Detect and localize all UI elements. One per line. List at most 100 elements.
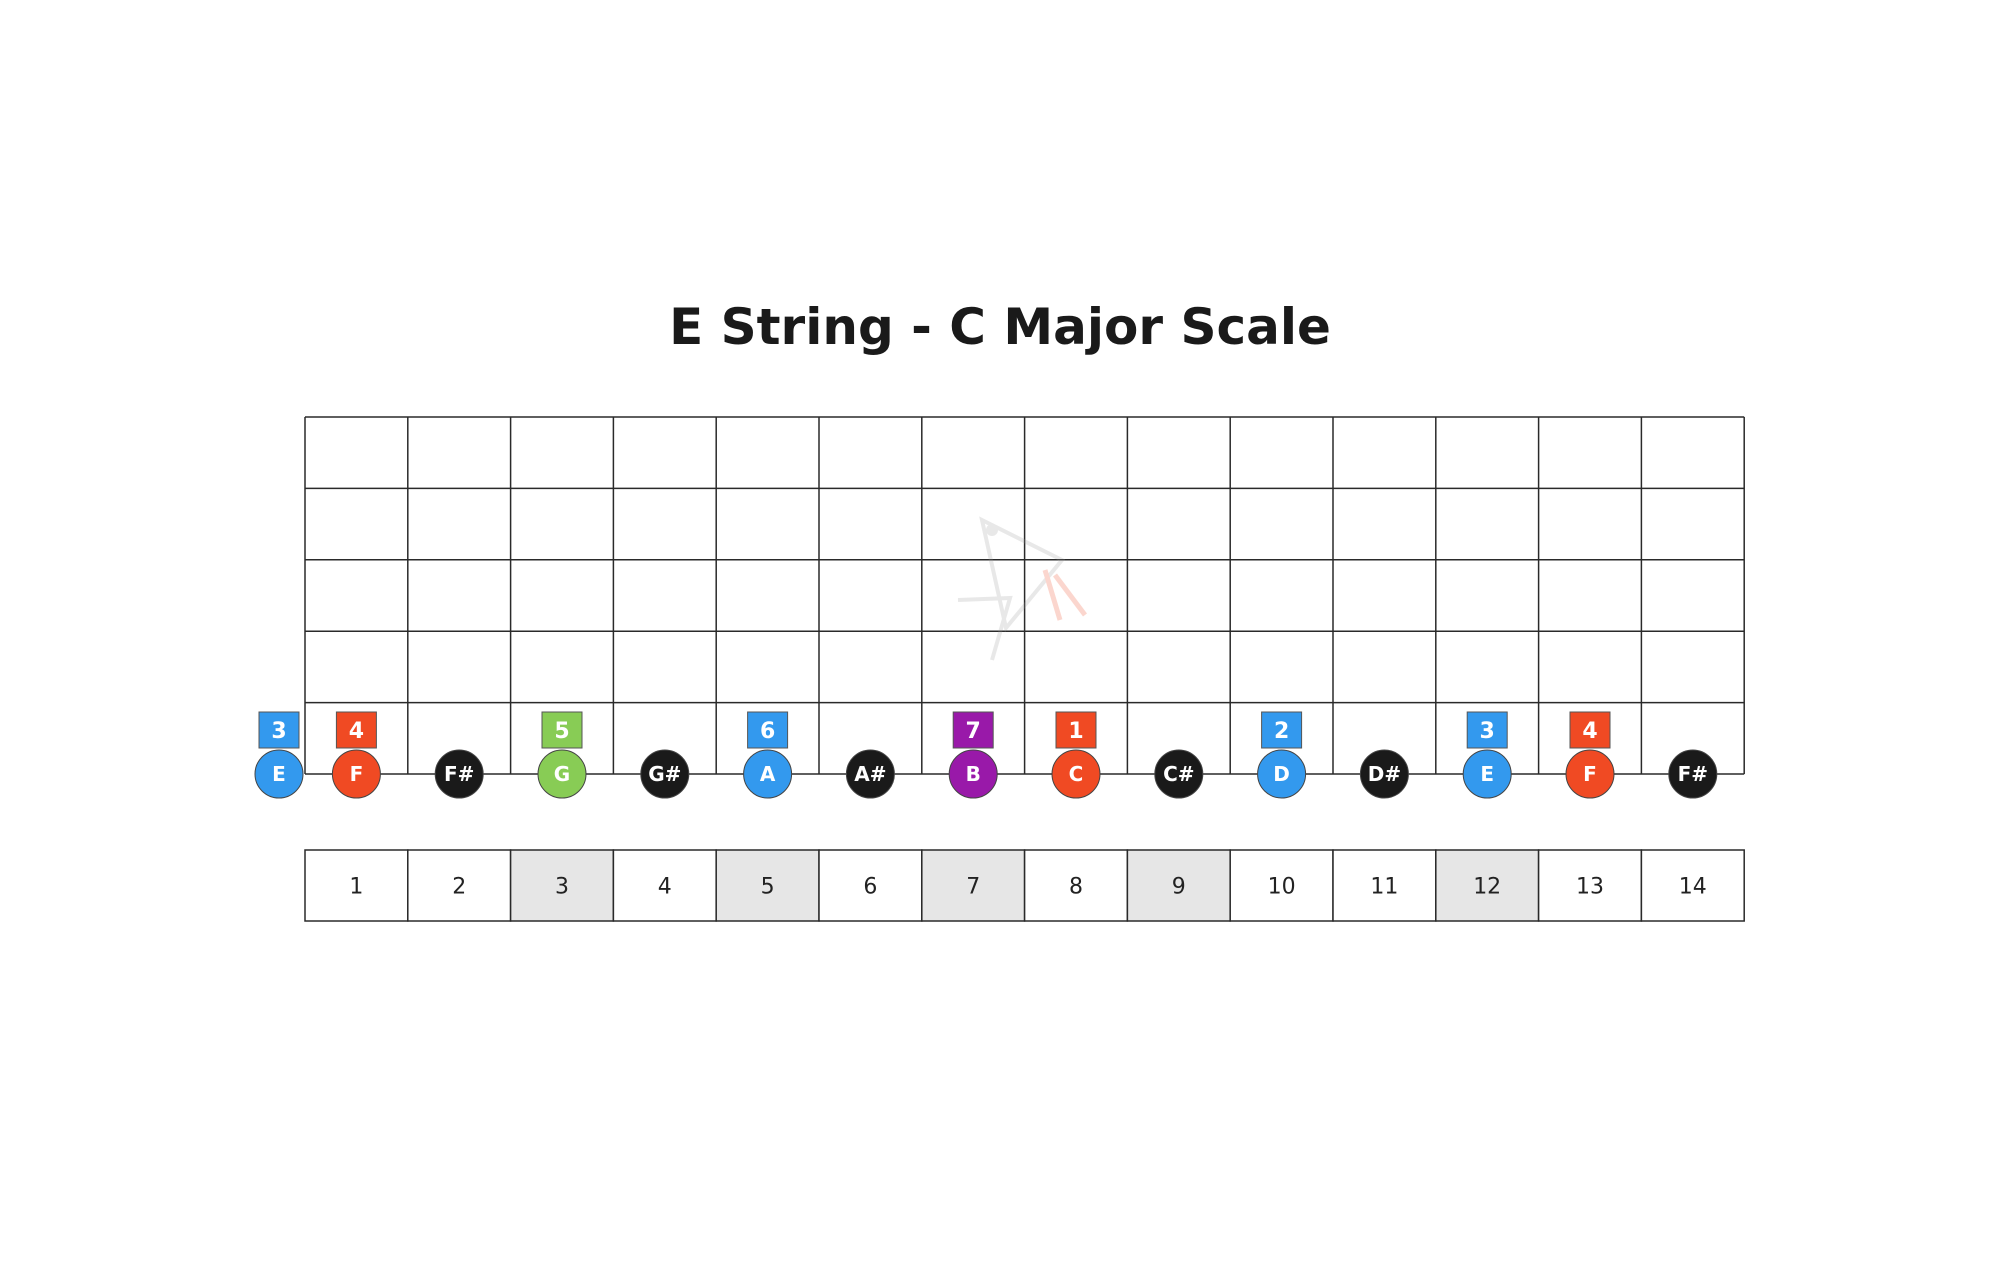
- fret-number-box: [1435, 849, 1540, 922]
- note-marker: 4F: [331, 711, 381, 799]
- fret-number-label: 2: [452, 875, 466, 900]
- scale-degree-box: [1569, 711, 1611, 749]
- note-circle: [1257, 749, 1307, 799]
- fret-number-box: [612, 849, 717, 922]
- note-circle: [1051, 749, 1101, 799]
- fret-number-label: 7: [966, 875, 980, 900]
- fret-number-label: 11: [1370, 875, 1398, 900]
- note-marker: D#: [1359, 749, 1409, 799]
- note-marker: 7B: [948, 711, 998, 799]
- note-name-label: B: [966, 762, 981, 786]
- scale-degree-badge: 1: [1055, 711, 1097, 749]
- scale-degree-badge: 7: [952, 711, 994, 749]
- note-name-label: D#: [1368, 762, 1401, 786]
- fret-number-label: 13: [1576, 875, 1604, 900]
- fret-number-cell: 5: [715, 849, 820, 922]
- fret-number-label: 9: [1172, 875, 1186, 900]
- note-circle: [1668, 749, 1718, 799]
- fret-number-box: [1229, 849, 1334, 922]
- fret-number-box: [1332, 849, 1437, 922]
- fret-number-cell: 11: [1332, 849, 1437, 922]
- fret-number-cell: 1: [304, 849, 409, 922]
- note-marker: 1C: [1051, 711, 1101, 799]
- note-circle: [845, 749, 895, 799]
- diagram-title: E String - C Major Scale: [669, 298, 1331, 356]
- note-name-label: G: [554, 762, 570, 786]
- note-name-label: A#: [854, 762, 886, 786]
- scale-degree-badge: 6: [747, 711, 789, 749]
- note-name-label: C: [1069, 762, 1084, 786]
- scale-degree-label: 7: [966, 719, 981, 744]
- fret-number-cell: 6: [818, 849, 923, 922]
- fret-number-label: 14: [1679, 875, 1707, 900]
- scale-degree-badge: 4: [1569, 711, 1611, 749]
- fret-number-box: [921, 849, 1026, 922]
- note-name-label: F#: [1678, 762, 1708, 786]
- fret-number-cell: 8: [1023, 849, 1129, 922]
- scale-degree-label: 4: [1582, 719, 1597, 744]
- scale-degree-badge: 4: [335, 711, 377, 749]
- scale-degree-label: 3: [271, 719, 286, 744]
- note-circle: [1462, 749, 1512, 799]
- fret-number-label: 5: [761, 875, 775, 900]
- note-circle: [331, 749, 381, 799]
- fret-number-label: 6: [863, 875, 877, 900]
- note-name-label: G#: [648, 762, 681, 786]
- note-marker: 2D: [1257, 711, 1307, 799]
- scale-degree-box: [1261, 711, 1303, 749]
- fret-number-box: [509, 849, 615, 922]
- fret-number-box: [407, 849, 512, 922]
- scale-degree-box: [747, 711, 789, 749]
- note-marker: F#: [434, 749, 484, 799]
- fret-number-cell: 9: [1126, 849, 1231, 922]
- fret-number-box: [304, 849, 409, 922]
- fret-number-label: 4: [658, 875, 672, 900]
- note-circle: [1565, 749, 1615, 799]
- note-name-label: F: [350, 762, 364, 786]
- note-circle: [743, 749, 793, 799]
- watermark-logo: [957, 516, 1087, 661]
- fret-number-label: 12: [1473, 875, 1501, 900]
- fret-number-cell: 7: [921, 849, 1026, 922]
- fret-number-box: [1537, 849, 1643, 922]
- note-name-label: E: [1480, 762, 1494, 786]
- fret-number-cell: 12: [1435, 849, 1540, 922]
- fret-number-box: [715, 849, 820, 922]
- note-marker: G#: [640, 749, 690, 799]
- scale-degree-badge: 3: [1466, 711, 1508, 749]
- fret-number-label: 3: [555, 875, 569, 900]
- scale-degree-box: [258, 711, 300, 749]
- scale-degree-badge: 5: [541, 711, 583, 749]
- scale-degree-badge: 2: [1261, 711, 1303, 749]
- scale-degree-badge: 3: [258, 711, 300, 749]
- note-marker: C#: [1154, 749, 1204, 799]
- note-circle: [434, 749, 484, 799]
- note-marker: 3E: [254, 711, 304, 799]
- fret-number-cell: 3: [509, 849, 615, 922]
- fret-number-box: [1640, 849, 1745, 922]
- fret-number-label: 1: [349, 875, 363, 900]
- fretboard-grid: [304, 416, 1745, 775]
- fret-number-cell: 4: [612, 849, 717, 922]
- fret-number-cell: 14: [1640, 849, 1745, 922]
- note-name-label: F#: [444, 762, 474, 786]
- scale-degree-box: [1055, 711, 1097, 749]
- note-name-label: F: [1583, 762, 1597, 786]
- fret-number-cell: 13: [1537, 849, 1643, 922]
- scale-degree-label: 2: [1274, 719, 1289, 744]
- note-circle: [948, 749, 998, 799]
- fret-number-box: [818, 849, 923, 922]
- note-marker: 6A: [743, 711, 793, 799]
- fret-number-box: [1023, 849, 1129, 922]
- note-circle: [254, 749, 304, 799]
- fret-number-label: 8: [1069, 875, 1083, 900]
- fret-number-cell: 10: [1229, 849, 1334, 922]
- note-marker: 4F: [1565, 711, 1615, 799]
- note-marker: 3E: [1462, 711, 1512, 799]
- scale-degree-label: 4: [349, 719, 364, 744]
- scale-degree-box: [1466, 711, 1508, 749]
- scale-degree-box: [335, 711, 377, 749]
- fret-number-cell: 2: [407, 849, 512, 922]
